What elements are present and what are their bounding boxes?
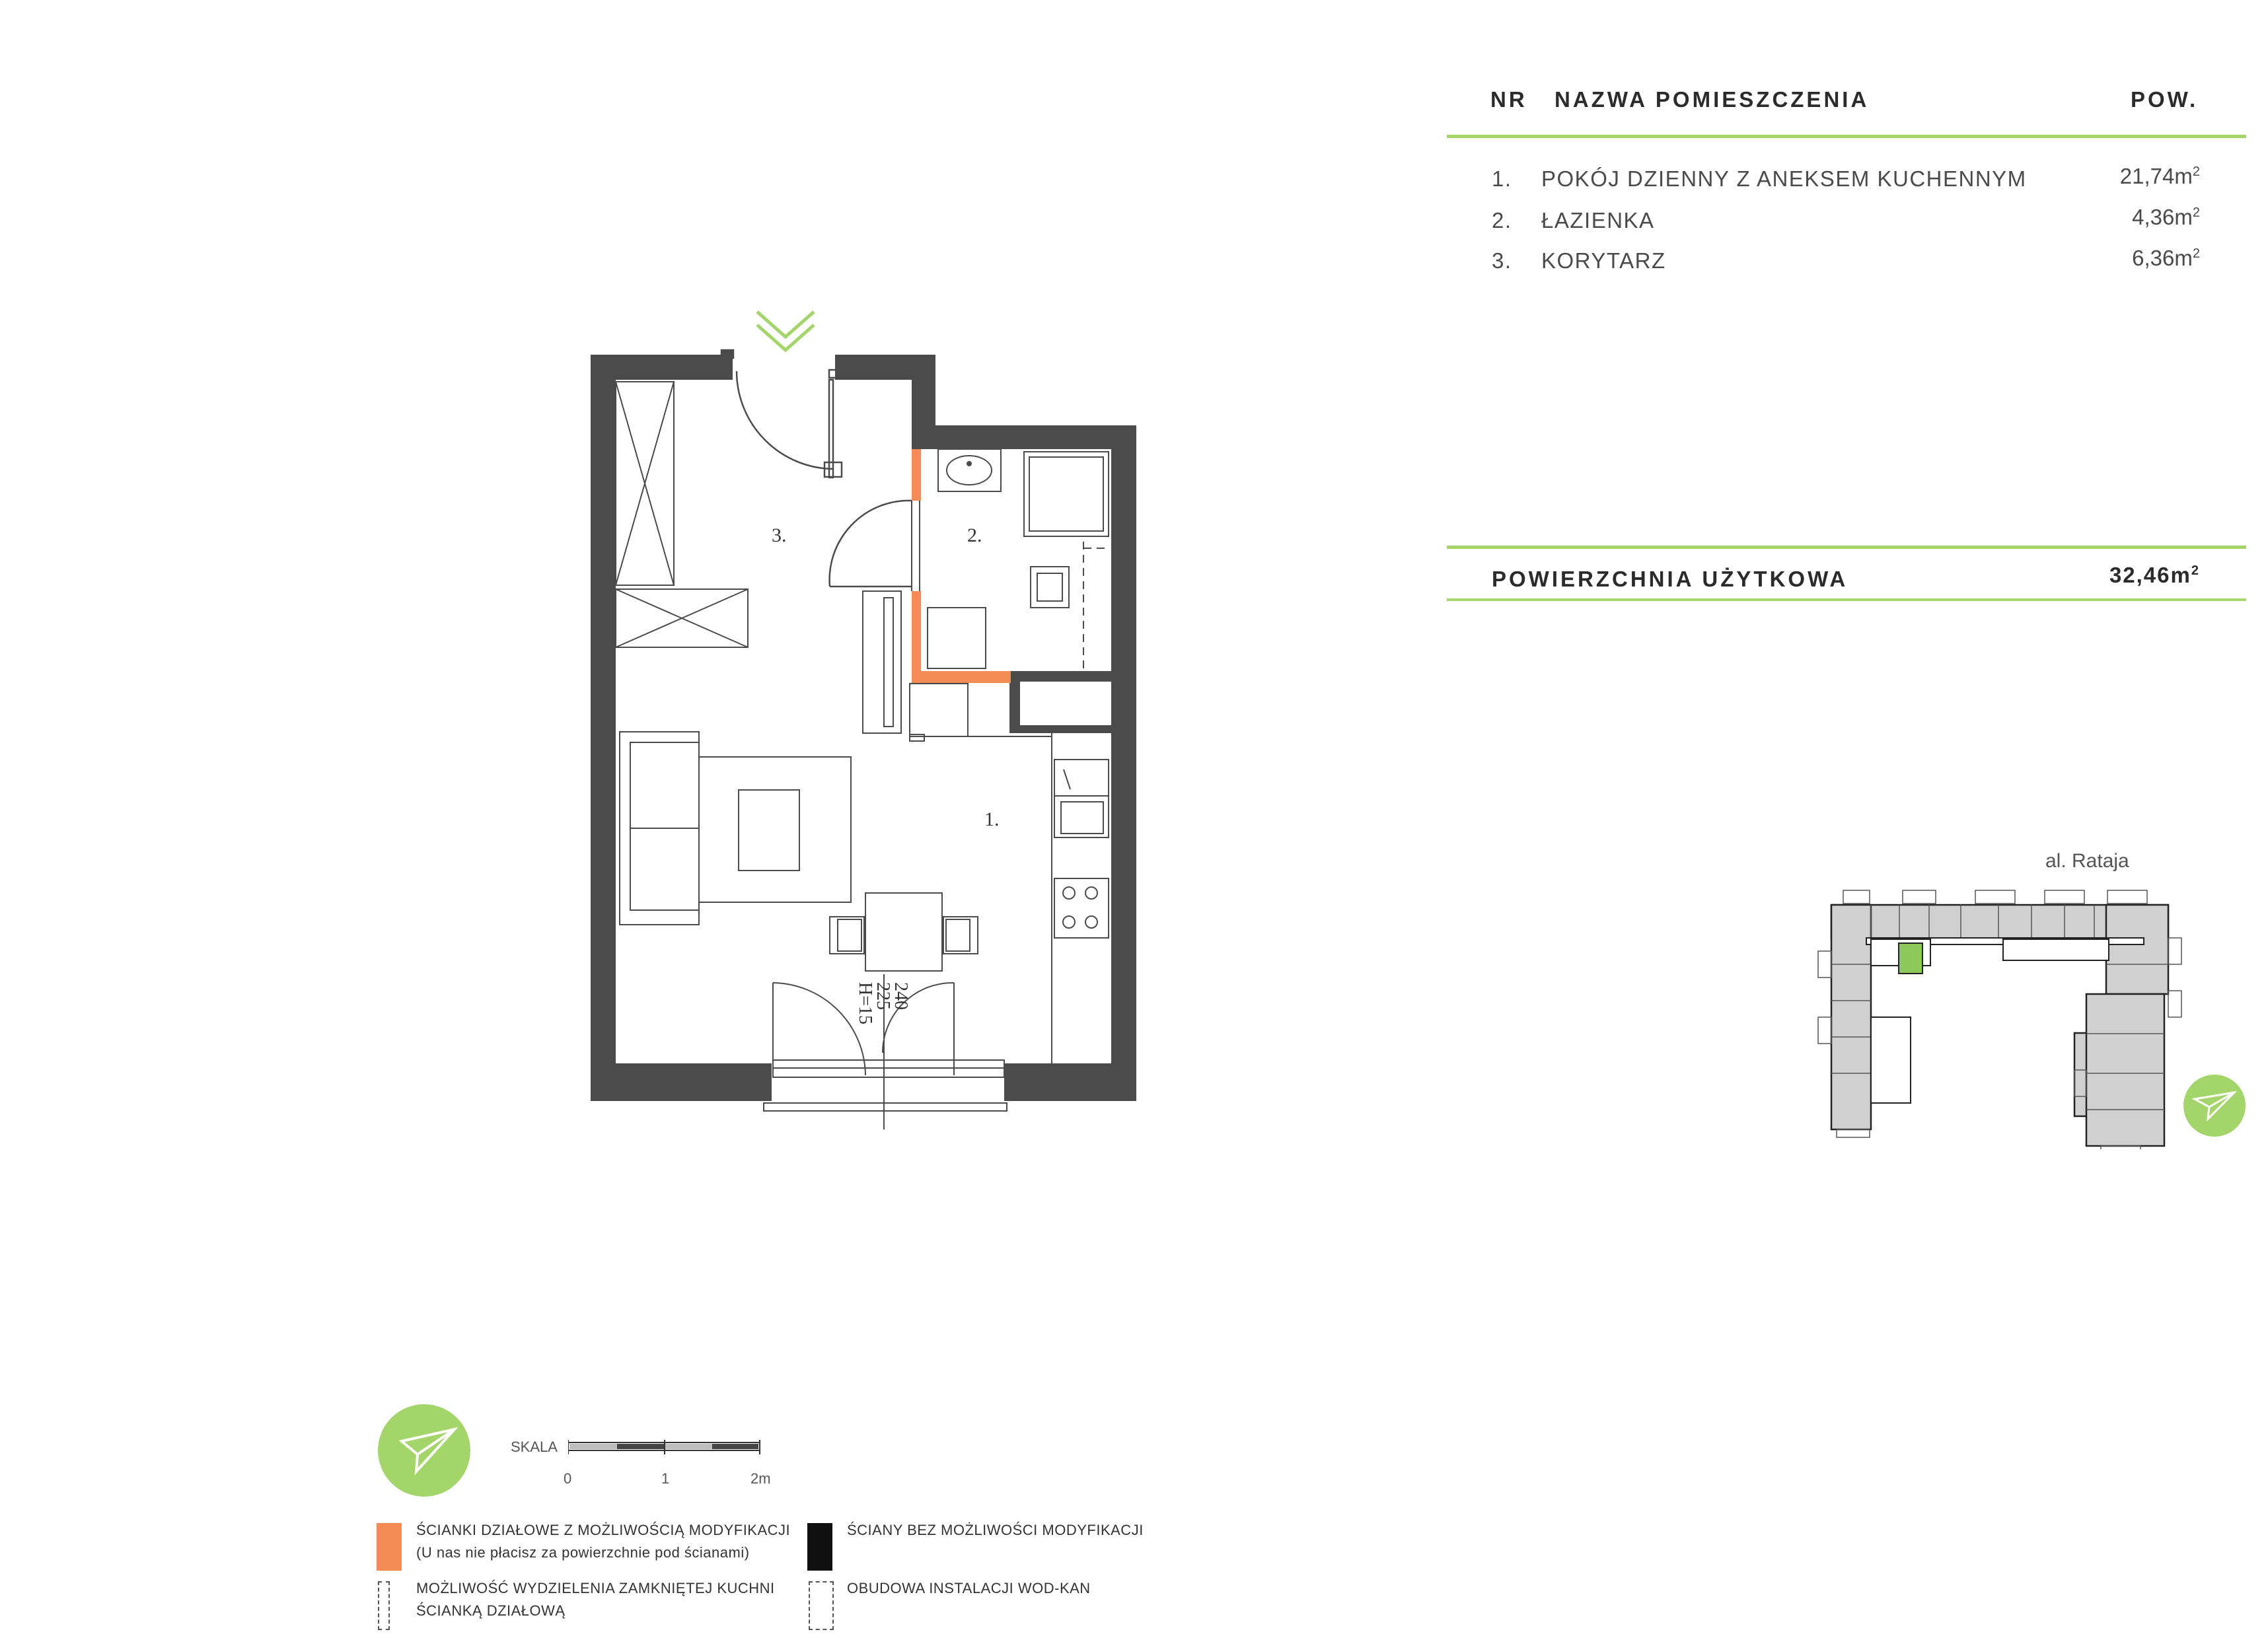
legend-modifiable-walls: ŚCIANKI DZIAŁOWE Z MOŻLIWOŚCIĄ MODYFIKAC… <box>416 1522 791 1561</box>
scale-bar <box>568 1440 760 1454</box>
bathroom-door <box>828 499 912 588</box>
col-name-header: NAZWA POMIESZCZENIA <box>1555 87 1870 112</box>
legend-swatch-installation <box>809 1581 834 1630</box>
room-nr: 1. <box>1492 166 1512 191</box>
north-arrow-icon <box>378 1404 470 1497</box>
room-area: 4,36m2 <box>2132 205 2200 229</box>
room-name: KORYTARZ <box>1541 248 1666 273</box>
room-name: POKÓJ DZIENNY Z ANEKSEM KUCHENNYM <box>1541 166 2027 191</box>
street-name: al. Rataja <box>2045 850 2129 872</box>
legend-fixed-walls: ŚCIANY BEZ MOŻLIWOŚCI MODYFIKACJI <box>847 1522 1144 1538</box>
wardrobe <box>615 381 749 648</box>
col-area-header: POW. <box>2131 87 2199 112</box>
room-label-3: 3. <box>772 524 787 546</box>
window-dim: 225 <box>873 982 893 1010</box>
total-area-label: POWIERZCHNIA UŻYTKOWA <box>1492 567 1848 591</box>
total-area-value: 32,46m2 <box>2109 563 2200 587</box>
balcony-door <box>763 974 1007 1129</box>
dining-table <box>829 892 978 972</box>
total-bottom-rule <box>1447 598 2246 601</box>
room-area: 6,36m2 <box>2132 246 2200 270</box>
window-dim: H=15 <box>855 982 875 1024</box>
highlighted-apartment <box>1898 943 1923 974</box>
legend-swatch-fixed <box>807 1523 832 1571</box>
legend-swatch-kitchen <box>378 1581 390 1630</box>
col-nr-header: NR <box>1490 87 1527 112</box>
entrance-door <box>720 349 843 479</box>
legend-installation: OBUDOWA INSTALACJI WOD-KAN <box>847 1580 1091 1596</box>
entrance-chevron-icon <box>756 310 815 353</box>
window-dim: 240 <box>891 982 911 1010</box>
room-nr: 2. <box>1492 208 1512 232</box>
legend-swatch-modifiable <box>377 1523 402 1571</box>
scale-tick: 1 <box>661 1470 670 1487</box>
total-top-rule <box>1447 546 2246 549</box>
sofa <box>619 731 852 925</box>
scale-tick: 2m <box>750 1470 771 1487</box>
bathroom-fixtures <box>862 448 1110 734</box>
room-name: ŁAZIENKA <box>1541 208 1655 232</box>
legend-kitchen-option: MOŻLIWOŚĆ WYDZIELENIA ZAMKNIĘTEJ KUCHNI … <box>416 1580 775 1619</box>
kitchen-counter <box>1054 759 1109 939</box>
room-nr: 3. <box>1492 248 1512 273</box>
scale-label: SKALA <box>511 1439 558 1455</box>
room-label-1: 1. <box>984 808 1000 830</box>
modifiable-walls <box>912 449 1011 683</box>
room-label-2: 2. <box>967 524 982 546</box>
scale-tick: 0 <box>564 1470 572 1487</box>
floor-plan: 240 225 H=15 1. 2. 3. <box>591 310 1136 1129</box>
compass-arrow-icon <box>2183 1075 2246 1137</box>
table-header-rule <box>1447 135 2246 138</box>
fixed-walls <box>591 355 1136 1101</box>
site-key-plan <box>1817 890 2182 1149</box>
room-area: 21,74m2 <box>2119 164 2200 188</box>
